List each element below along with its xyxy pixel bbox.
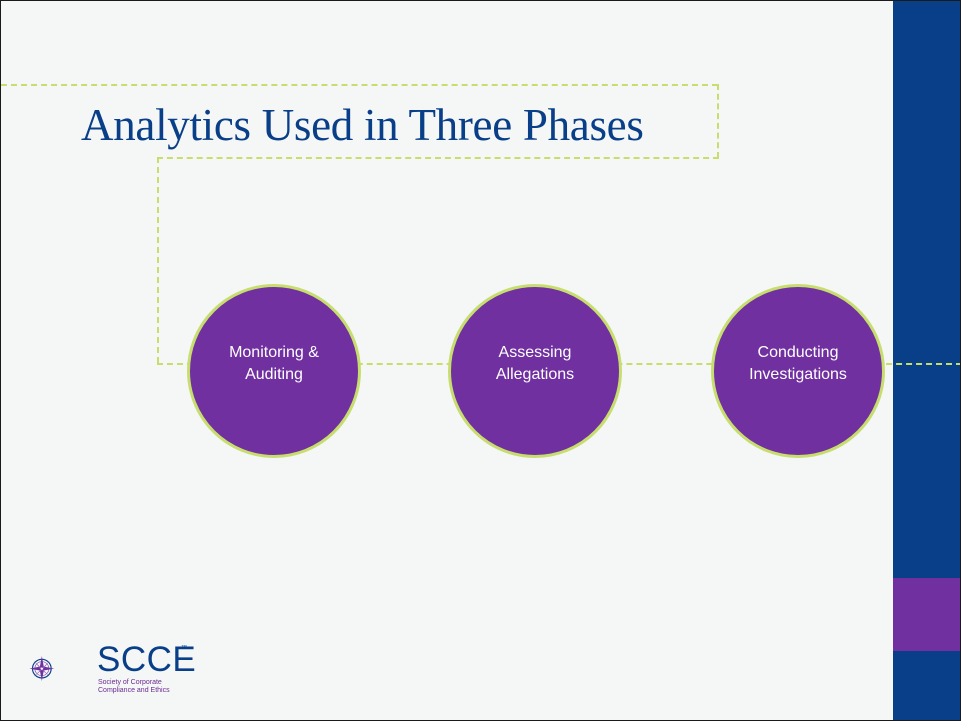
phase-label: Conducting Investigations [749,344,847,383]
logo-subtitle: Society of Corporate Compliance and Ethi… [98,679,170,694]
title-right-line [717,84,719,158]
left-drop-line [157,157,159,363]
title-bottom-line [157,157,719,159]
phase-label: Assessing Allegations [495,344,575,383]
slide-title: Analytics Used in Three Phases [81,100,644,150]
phase-monitoring-auditing: Monitoring & Auditing [187,284,361,458]
logo-wordmark: SCCE [97,640,197,679]
side-accent-block [893,578,960,651]
phase-conducting-investigations: Conducting Investigations [711,284,885,458]
compass-logo-icon [29,656,55,682]
phase-label: Monitoring & Auditing [229,344,319,383]
title-top-line [1,84,718,86]
logo-trademark: ™ [181,645,187,651]
phase-assessing-allegations: Assessing Allegations [448,284,622,458]
